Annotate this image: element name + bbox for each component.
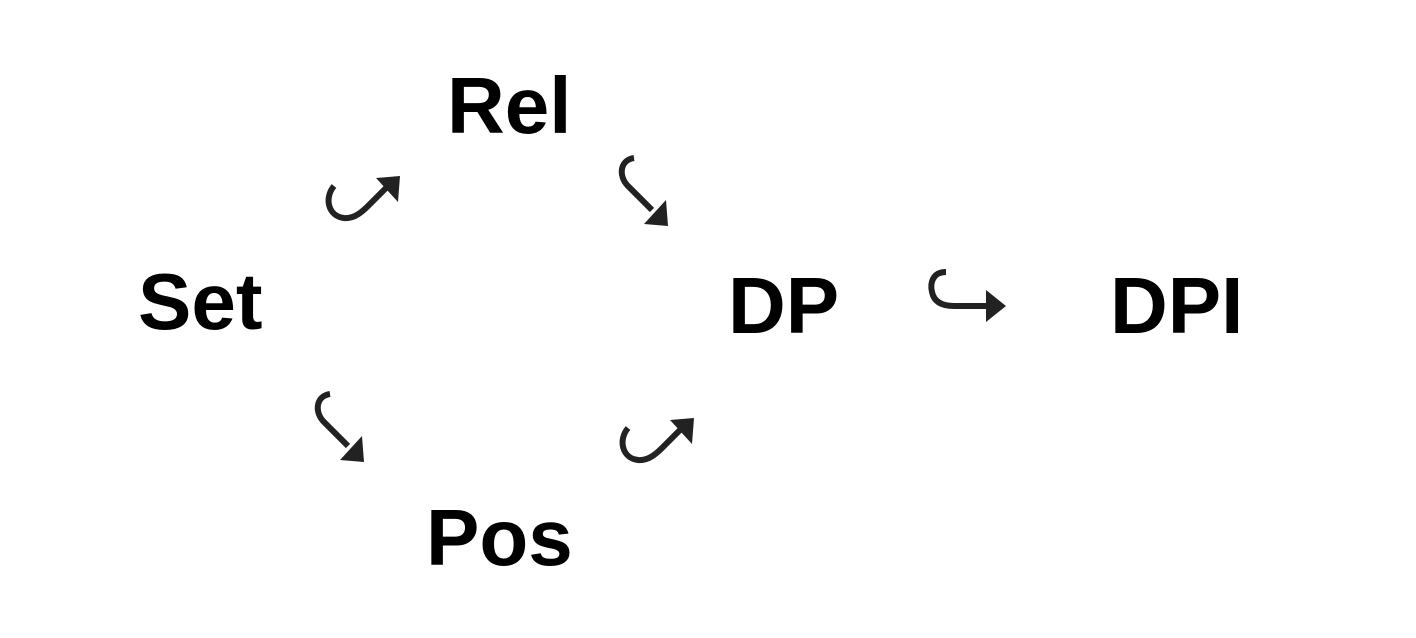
node-rel: Rel bbox=[447, 61, 572, 150]
hook-arrow-down-right-icon bbox=[618, 155, 668, 226]
hook-arrow-right-icon bbox=[928, 269, 1006, 322]
node-set: Set bbox=[138, 257, 263, 346]
hook-arrow-up-right-icon bbox=[325, 176, 400, 222]
hook-arrow-up-right-icon bbox=[619, 418, 694, 464]
node-pos: Pos bbox=[426, 493, 573, 582]
hook-arrow-down-right-icon bbox=[314, 391, 364, 462]
node-dpi: DPI bbox=[1110, 261, 1244, 350]
node-dp: DP bbox=[728, 261, 840, 350]
